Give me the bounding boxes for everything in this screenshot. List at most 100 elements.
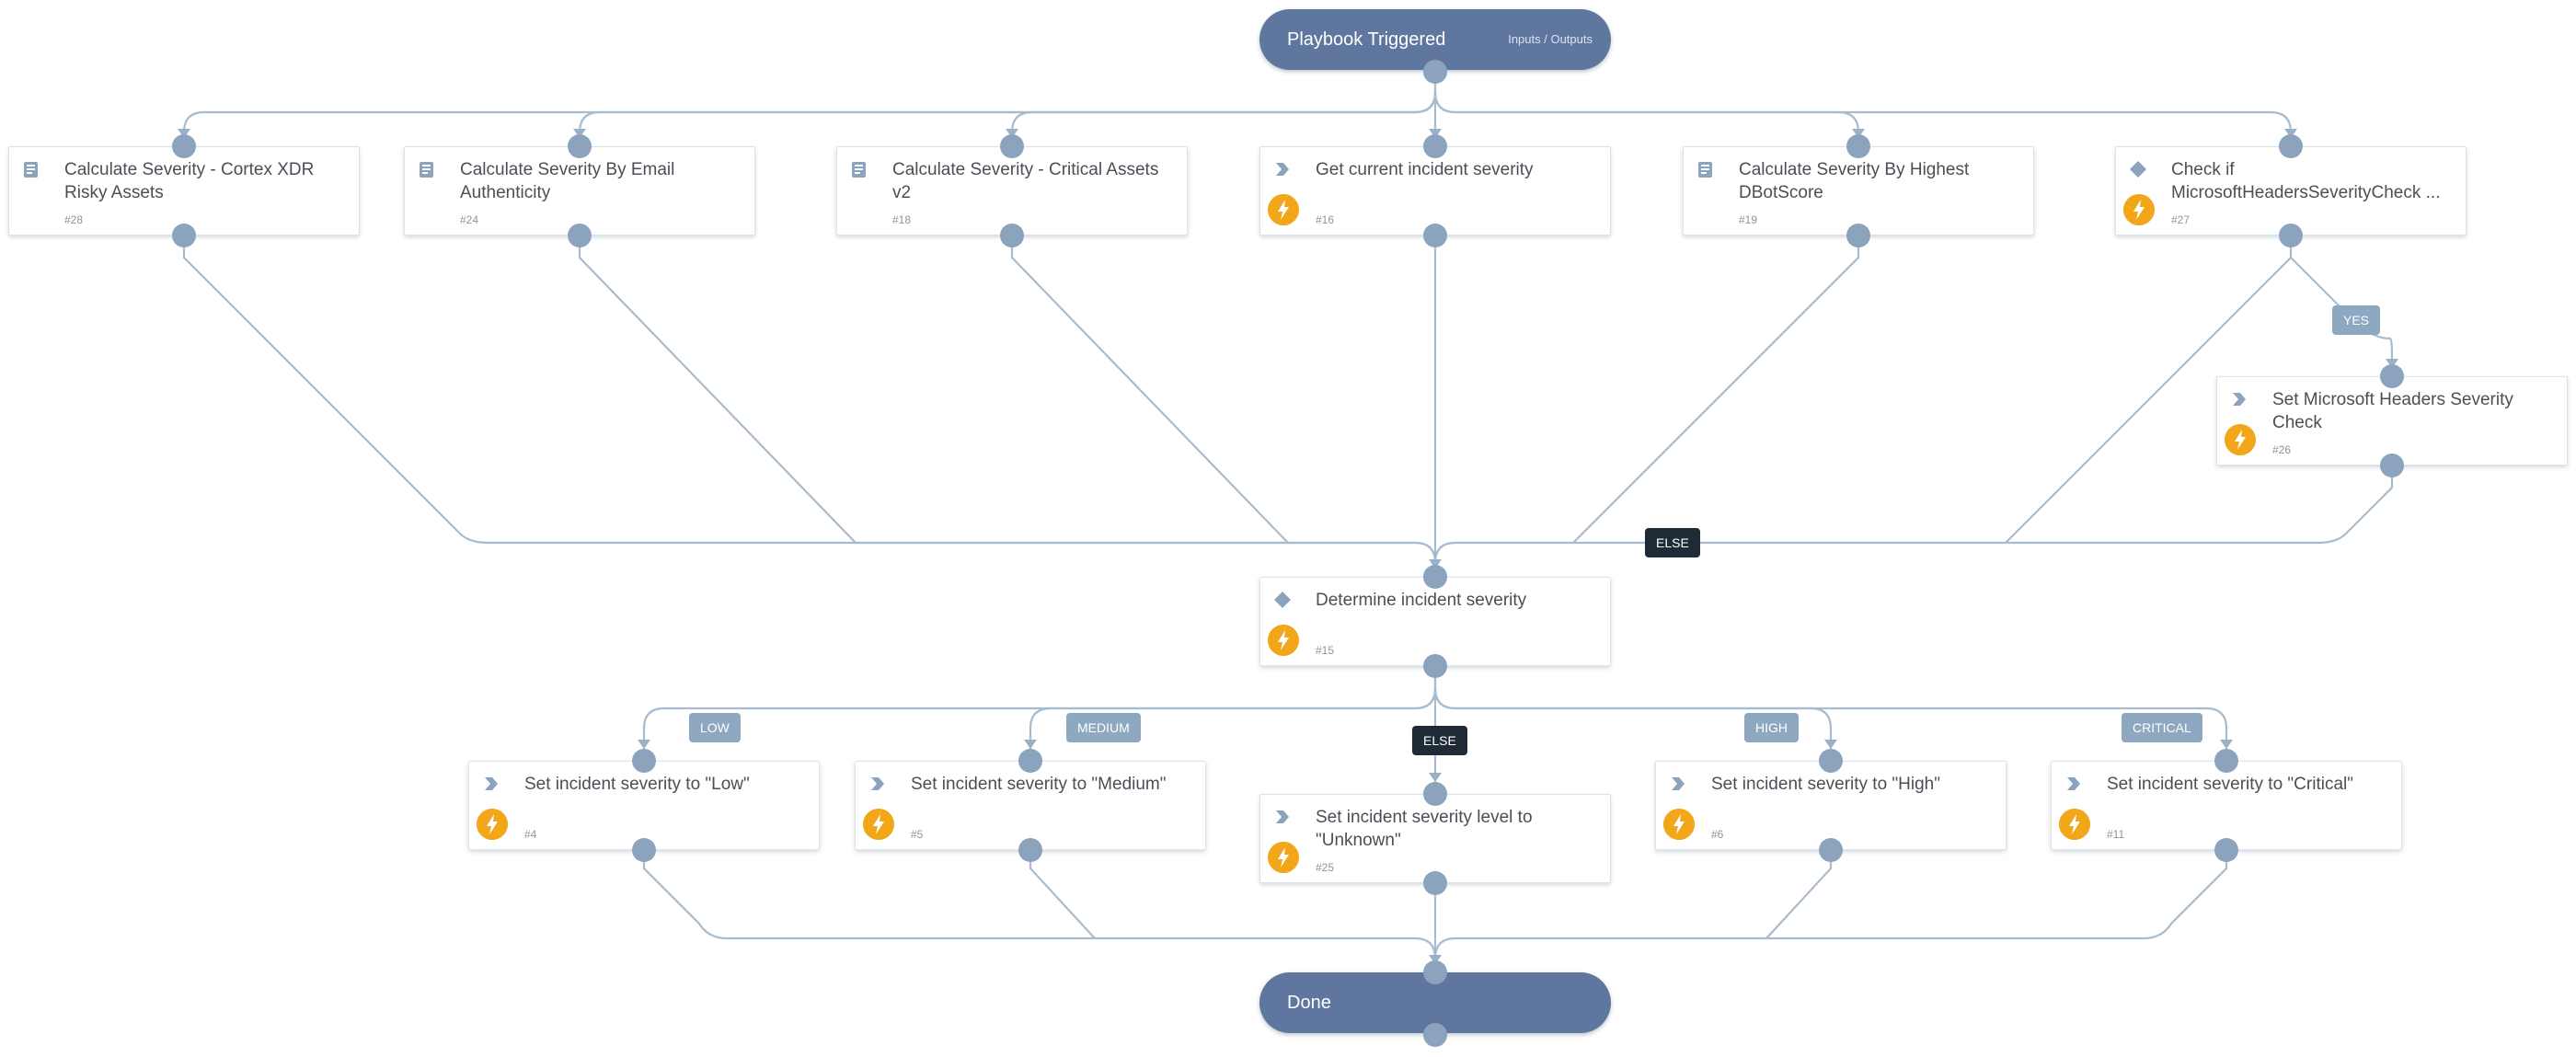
task-id: #5 [911, 828, 924, 841]
task-id: #18 [892, 213, 912, 226]
task-title: Calculate Severity By Highest DBotScore [1739, 160, 1970, 202]
arrowhead [2220, 740, 2233, 749]
output-port[interactable] [1423, 1023, 1447, 1047]
branch-label-medium[interactable]: MEDIUM [1066, 713, 1141, 742]
lightning-icon [1663, 809, 1695, 840]
task-node-27[interactable]: Check if MicrosoftHeadersSeverityCheck .… [2115, 146, 2467, 236]
output-port[interactable] [1000, 224, 1024, 247]
input-port[interactable] [1423, 134, 1447, 158]
edge-start-to-28 [182, 72, 1437, 138]
inputs-outputs-link[interactable]: Inputs / Outputs [1508, 32, 1593, 46]
branch-label-else-bottom[interactable]: ELSE [1412, 726, 1467, 755]
task-id: #25 [1316, 861, 1335, 874]
output-port[interactable] [2214, 838, 2238, 862]
task-title: Set incident severity to "Medium" [911, 775, 1167, 794]
output-port[interactable] [568, 224, 592, 247]
input-port[interactable] [1423, 782, 1447, 806]
output-port[interactable] [1423, 60, 1447, 84]
task-node-26[interactable]: Set Microsoft Headers Severity Check #26 [2216, 376, 2568, 465]
input-port[interactable] [568, 134, 592, 158]
edge-6-to-done [1765, 850, 1833, 939]
task-title: Calculate Severity - Cortex XDR Risky As… [64, 160, 315, 202]
arrowhead [573, 129, 586, 138]
lightning-icon [1268, 194, 1299, 225]
output-port[interactable] [1423, 654, 1447, 678]
edge-start-to-18 [1010, 91, 1437, 138]
output-port[interactable] [2380, 454, 2404, 477]
lightning-icon [2059, 809, 2090, 840]
arrowhead [1824, 740, 1837, 749]
task-title: Set incident severity level to "Unknown" [1316, 808, 1533, 850]
task-title: Get current incident severity [1316, 160, 1534, 179]
branch-label-low[interactable]: LOW [689, 713, 741, 742]
input-port[interactable] [2214, 749, 2238, 773]
automation-chevron-icon [2233, 393, 2246, 406]
task-title: Set incident severity to "Low" [524, 775, 750, 794]
task-node-15[interactable]: Determine incident severity #15 [1259, 577, 1611, 666]
task-title: Set incident severity to "Critical" [2107, 775, 2353, 794]
automation-chevron-icon [1276, 810, 1289, 823]
task-id: #24 [460, 213, 479, 226]
task-node-28[interactable]: Calculate Severity - Cortex XDR Risky As… [8, 146, 360, 236]
automation-chevron-icon [2067, 777, 2080, 790]
automation-chevron-icon [1276, 163, 1289, 176]
branch-label-yes[interactable]: YES [2332, 305, 2381, 335]
task-node-16[interactable]: Get current incident severity #16 [1259, 146, 1611, 236]
input-port[interactable] [1846, 134, 1870, 158]
input-port[interactable] [1819, 749, 1843, 773]
branch-label-critical[interactable]: CRITICAL [2122, 713, 2202, 742]
output-port[interactable] [172, 224, 196, 247]
task-node-19[interactable]: Calculate Severity By Highest DBotScore … [1683, 146, 2034, 236]
edge-24-to-15 [578, 239, 1415, 545]
output-port[interactable] [1423, 224, 1447, 247]
task-node-18[interactable]: Calculate Severity - Critical Assets v2 … [836, 146, 1188, 236]
output-port[interactable] [1846, 224, 1870, 247]
input-port[interactable] [172, 134, 196, 158]
input-port[interactable] [632, 749, 656, 773]
task-id: #4 [524, 828, 537, 841]
output-port[interactable] [1018, 838, 1042, 862]
playbook-icon [1698, 162, 1712, 178]
edge-5-to-done [1029, 850, 1096, 939]
arrowhead [1429, 955, 1442, 964]
input-port[interactable] [1018, 749, 1042, 773]
input-port[interactable] [2380, 364, 2404, 388]
edge-start-to-19 [1433, 91, 1860, 138]
branch-label-high[interactable]: HIGH [1744, 713, 1799, 742]
output-port[interactable] [632, 838, 656, 862]
task-title: Set incident severity to "High" [1711, 775, 1940, 794]
input-port[interactable] [2279, 134, 2303, 158]
task-node-24[interactable]: Calculate Severity By Email Authenticity… [404, 146, 755, 236]
output-port[interactable] [1423, 871, 1447, 895]
branch-label-else-top[interactable]: ELSE [1645, 528, 1700, 557]
automation-chevron-icon [1672, 777, 1685, 790]
task-title: Check if MicrosoftHeadersSeverityCheck .… [2171, 160, 2441, 202]
edge-15-to-11 [1433, 687, 2228, 749]
task-id: #28 [64, 213, 84, 226]
task-node-6[interactable]: Set incident severity to "High" #6 [1655, 761, 2007, 850]
input-port[interactable] [1423, 565, 1447, 589]
task-node-11[interactable]: Set incident severity to "Critical" #11 [2051, 761, 2402, 850]
output-port[interactable] [2279, 224, 2303, 247]
done-label: Done [1287, 993, 1331, 1013]
task-title: Determine incident severity [1316, 591, 1527, 610]
task-node-25[interactable]: Set incident severity level to "Unknown"… [1259, 794, 1611, 883]
input-port[interactable] [1000, 134, 1024, 158]
edge-27-else-to-15 [1433, 239, 2293, 564]
condition-diamond-icon [2130, 161, 2146, 178]
input-port[interactable] [1423, 960, 1447, 984]
task-node-5[interactable]: Set incident severity to "Medium" #5 [855, 761, 1206, 850]
arrowhead [1429, 129, 1442, 138]
edge-19-to-15 [1572, 239, 1860, 544]
edge-15-to-5 [1029, 687, 1437, 749]
lightning-icon [477, 809, 508, 840]
arrowhead [1429, 559, 1442, 569]
task-node-4[interactable]: Set incident severity to "Low" #4 [468, 761, 820, 850]
task-id: #26 [2272, 443, 2292, 456]
task-id: #11 [2107, 828, 2125, 841]
output-port[interactable] [1819, 838, 1843, 862]
playbook-icon [420, 162, 433, 178]
lightning-icon [863, 809, 894, 840]
automation-chevron-icon [485, 777, 498, 790]
